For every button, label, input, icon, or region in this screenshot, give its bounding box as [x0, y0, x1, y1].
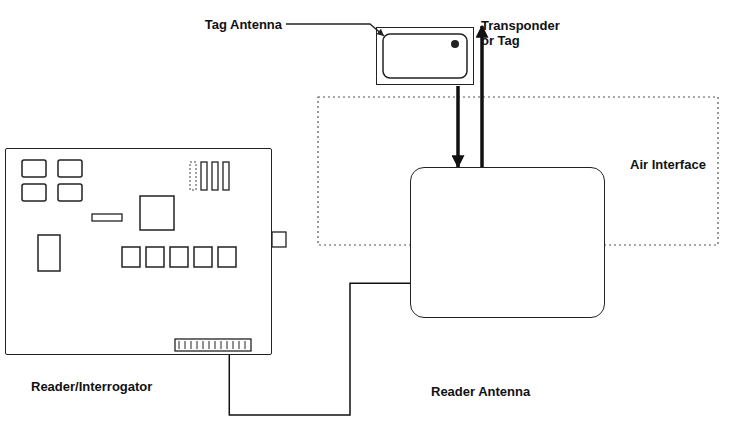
connector-pin [233, 341, 234, 349]
chip [22, 160, 46, 177]
tag-chip [451, 40, 459, 48]
chip [170, 247, 188, 267]
chip [38, 235, 60, 271]
resistor [92, 214, 122, 221]
signal-arrow [456, 86, 460, 167]
node-label: Reader Antenna [431, 384, 530, 399]
reader-board: Reader/Interrogator [5, 148, 272, 355]
region-label: Air Interface [630, 157, 706, 172]
connector-pin [245, 341, 246, 349]
connector-pins [179, 341, 245, 349]
memory-slot [212, 162, 218, 190]
chip [22, 184, 46, 201]
connector-pin [221, 341, 222, 349]
chip [58, 184, 82, 201]
chip [146, 247, 164, 267]
connector-pin [191, 341, 192, 349]
memory-slot [190, 162, 196, 190]
chip [194, 247, 212, 267]
connector-pin [215, 341, 216, 349]
transponder-tag: Transponder or Tag [376, 27, 474, 85]
cable [229, 283, 410, 415]
leader-line [286, 24, 384, 36]
chip [218, 247, 236, 267]
connector-pin [185, 341, 186, 349]
reader-antenna: Reader Antenna [410, 167, 605, 318]
part-label: Tag Antenna [205, 17, 282, 32]
connector-pin [197, 341, 198, 349]
connector-pin [227, 341, 228, 349]
node-label: Reader/Interrogator [31, 379, 152, 394]
memory-slot [223, 162, 229, 190]
connector-pin [203, 341, 204, 349]
processor-chip [140, 196, 174, 230]
board-bracket [272, 232, 286, 247]
connector-pin [209, 341, 210, 349]
edge-connector [175, 339, 251, 351]
connector-pin [179, 341, 180, 349]
node-label: Transponder or Tag [481, 18, 565, 48]
connector-pin [239, 341, 240, 349]
memory-slot [201, 162, 207, 190]
chip [122, 247, 140, 267]
tag-antenna-coil [383, 34, 467, 78]
chip [58, 160, 82, 177]
